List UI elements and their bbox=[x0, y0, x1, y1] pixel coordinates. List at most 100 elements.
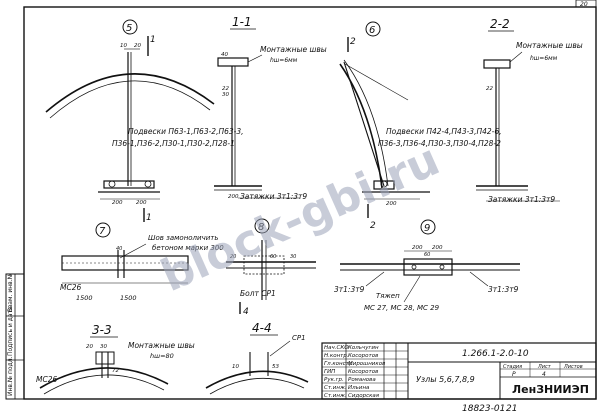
arch-4-4 bbox=[205, 370, 309, 389]
svg-text:Монтажные швы: Монтажные швы bbox=[516, 41, 583, 50]
watermark: block-gbi.ru bbox=[154, 134, 447, 302]
node-6-number: 6 bbox=[369, 25, 375, 36]
svg-text:1500: 1500 bbox=[120, 294, 137, 302]
svg-text:Стадия: Стадия bbox=[503, 364, 522, 370]
svg-text:Тяжеп: Тяжеп bbox=[376, 292, 400, 300]
section-1-1-title: 1-1 bbox=[232, 15, 252, 29]
section-2-2: 2-2 Монтажные швы hш=6мм 22 bbox=[476, 17, 583, 191]
cut-1-bottom: 1 bbox=[146, 213, 152, 223]
detail-8-number: 8 bbox=[258, 222, 264, 233]
svg-text:30: 30 bbox=[222, 92, 229, 98]
detail-7: 7 Шов замоноличить бетоном марки 300 40 … bbox=[60, 222, 224, 302]
section-4-4: 4-4 СР1 10 53 bbox=[205, 321, 309, 395]
hangers-2-line2: П36-3,П36-4,П30-3,П30-4,П28-2 bbox=[378, 139, 501, 148]
side-label-replace: Взам. инв.№ bbox=[7, 273, 14, 312]
section-4-4-title: 4-4 bbox=[252, 321, 272, 335]
svg-text:1500: 1500 bbox=[76, 294, 93, 302]
cut-1-top: 1 bbox=[150, 35, 156, 45]
svg-text:СР1: СР1 bbox=[292, 334, 306, 342]
detail-8: 8 60 30 20 Болт СР1 4 bbox=[226, 218, 316, 317]
svg-text:10: 10 bbox=[120, 43, 127, 49]
svg-text:Лист: Лист bbox=[537, 364, 552, 370]
clamp-5 bbox=[103, 180, 155, 189]
stamp-role-0: Нач.СКО bbox=[324, 345, 349, 351]
svg-text:Болт СР1: Болт СР1 bbox=[240, 289, 276, 298]
svg-text:МС26: МС26 bbox=[36, 375, 57, 384]
svg-text:60: 60 bbox=[270, 254, 276, 260]
hangers-1-line2: П36-1,П36-2,П30-1,П30-2,П28-1 bbox=[112, 139, 235, 148]
sheet-frame bbox=[23, 6, 597, 400]
svg-text:30: 30 bbox=[290, 254, 296, 260]
svg-text:3т1:3т9: 3т1:3т9 bbox=[334, 285, 365, 294]
detail-7-number: 7 bbox=[99, 226, 106, 237]
side-label-sign: Подпись и дата bbox=[7, 306, 14, 356]
svg-text:40: 40 bbox=[221, 52, 228, 58]
footer-code: 18823-01 bbox=[462, 404, 505, 414]
stamp-name-2: Мирошников bbox=[348, 361, 385, 367]
clamps-label-1: Затяжки 3т1:3т9 bbox=[240, 192, 307, 201]
svg-text:МС26: МС26 bbox=[60, 283, 81, 292]
hangers-2-line1: Подвески П42-4,П43-3,П42-6, bbox=[386, 127, 502, 136]
section-3-3-title: 3-3 bbox=[92, 323, 112, 337]
section-2-2-title: 2-2 bbox=[490, 17, 510, 31]
title-block: Нач.СКО Кольчугин Н.контр. Косоротов Гл.… bbox=[321, 342, 597, 400]
svg-text:Р: Р bbox=[512, 371, 516, 378]
document-title: Узлы 5,6,7,8,9 bbox=[416, 375, 475, 384]
arch-left-5 bbox=[45, 73, 215, 113]
svg-text:200: 200 bbox=[112, 200, 123, 206]
node-6: 6 2 200 2 bbox=[339, 21, 430, 231]
stamp-name-1: Косоротов bbox=[348, 353, 378, 359]
svg-text:20: 20 bbox=[86, 344, 93, 350]
document-code: 1.266.1-2.0-10 bbox=[462, 349, 529, 359]
svg-text:Шов замоноличить: Шов замоноличить bbox=[148, 234, 218, 242]
svg-text:60: 60 bbox=[424, 252, 430, 258]
svg-text:4: 4 bbox=[542, 371, 546, 378]
svg-text:Листов: Листов bbox=[563, 364, 583, 370]
stamp-name-5: Ильина bbox=[348, 385, 370, 391]
stamp-role-3: ГИП bbox=[324, 369, 335, 375]
node-5: 5 10 20 200 200 1 1 bbox=[45, 19, 215, 223]
stamp-role-4: Рук.гр. bbox=[324, 377, 344, 383]
detail-9: 9 200 200 60 3т1:3т9 3т1:3т9 Тяжеп МС 27… bbox=[334, 219, 520, 312]
stamp-role-1: Н.контр. bbox=[324, 353, 349, 359]
svg-text:40: 40 bbox=[116, 246, 122, 252]
svg-text:бетоном марки 300: бетоном марки 300 bbox=[152, 244, 224, 252]
svg-text:МС 27, МС 28, МС 29: МС 27, МС 28, МС 29 bbox=[364, 304, 440, 312]
svg-text:2: 2 bbox=[350, 37, 356, 47]
svg-text:Монтажные швы: Монтажные швы bbox=[260, 45, 327, 54]
stamp-role-2: Гл.констр. bbox=[324, 361, 354, 367]
svg-text:10: 10 bbox=[232, 364, 239, 370]
cut-4: 4 bbox=[243, 307, 249, 317]
detail-9-number: 9 bbox=[424, 223, 430, 234]
svg-text:hш=6мм: hш=6мм bbox=[270, 57, 298, 64]
side-label-inv: Инв.№ подл. bbox=[7, 356, 14, 396]
stamp-name-4: Романова bbox=[348, 377, 376, 383]
organization: ЛенЗНИИЭП bbox=[512, 383, 589, 396]
stamp-role-6: Ст.инж. bbox=[324, 393, 347, 399]
svg-text:200: 200 bbox=[432, 245, 443, 251]
svg-text:53: 53 bbox=[272, 364, 279, 370]
arch-3-3 bbox=[39, 367, 169, 389]
svg-text:22: 22 bbox=[486, 86, 493, 92]
corner-number: 20 bbox=[580, 1, 588, 8]
node-5-number: 5 bbox=[126, 23, 132, 34]
svg-text:hш=80: hш=80 bbox=[150, 352, 174, 360]
svg-text:200: 200 bbox=[136, 200, 147, 206]
section-3-3: 3-3 20 30 Монтажные швы hш=80 72 МС26 bbox=[36, 323, 195, 395]
section-1-1: 1-1 Монтажные швы hш=6мм 40 22 30 200 bbox=[214, 15, 327, 200]
stamp-name-3: Косоротов bbox=[348, 369, 378, 375]
svg-text:hш=6мм: hш=6мм bbox=[530, 55, 558, 62]
svg-text:200: 200 bbox=[228, 194, 239, 200]
svg-text:22: 22 bbox=[222, 86, 229, 92]
svg-text:200: 200 bbox=[386, 201, 397, 207]
svg-text:Монтажные швы: Монтажные швы bbox=[128, 341, 195, 350]
svg-text:30: 30 bbox=[100, 344, 107, 350]
svg-text:200: 200 bbox=[412, 245, 423, 251]
footer-page: 21 bbox=[506, 404, 517, 414]
clamps-label-2: Затяжки 3т1:3т9 bbox=[488, 195, 555, 204]
stamp-role-5: Ст.инж. bbox=[324, 385, 347, 391]
stamp-name-0: Кольчугин bbox=[348, 345, 379, 351]
coupler-9 bbox=[403, 258, 453, 276]
hangers-1-line1: Подвески П63-1,П63-2,П63-3, bbox=[128, 127, 244, 136]
